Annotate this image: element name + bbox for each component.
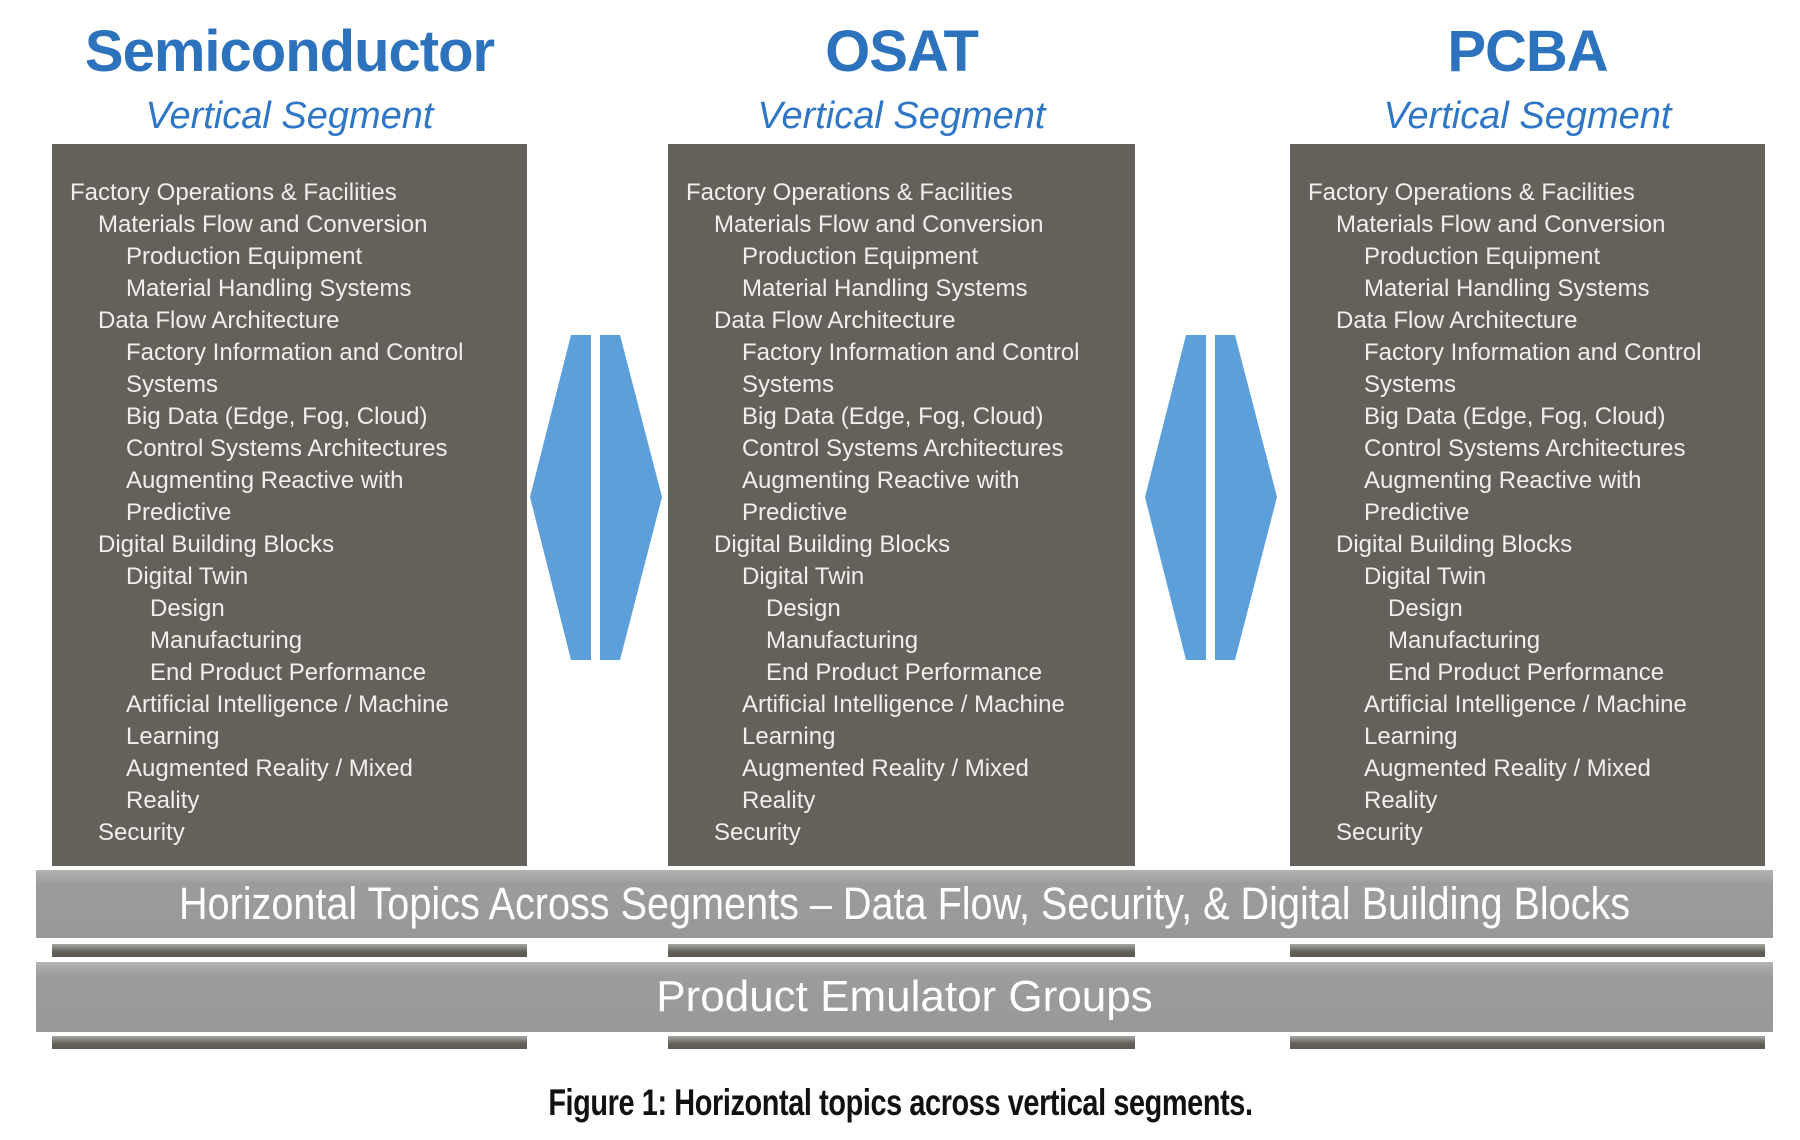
topic-line: Design <box>766 595 841 622</box>
topic-line: Reality <box>742 787 816 814</box>
topic-line: Digital Building Blocks <box>714 531 951 558</box>
topic-line: Security <box>714 819 801 846</box>
topic-line: Big Data (Edge, Fog, Cloud) <box>742 403 1044 430</box>
segment-subtitle-pcba: Vertical Segment <box>1383 95 1672 137</box>
topic-line: Reality <box>1364 787 1438 814</box>
topic-line: Digital Twin <box>126 563 249 590</box>
topic-line: Artificial Intelligence / Machine <box>126 691 449 718</box>
topic-line: End Product Performance <box>1388 659 1665 686</box>
topic-line: End Product Performance <box>150 659 427 686</box>
column-connector-strip <box>668 944 1135 957</box>
topic-line: Factory Operations & Facilities <box>70 179 397 206</box>
topic-line: Control Systems Architectures <box>1364 435 1686 462</box>
bidirectional-arrow-icon <box>530 335 662 660</box>
topic-line: Material Handling Systems <box>1364 275 1650 302</box>
column-connector-strip <box>52 1036 527 1049</box>
topic-line: Design <box>150 595 225 622</box>
topic-line: Reality <box>126 787 200 814</box>
topic-line: Factory Operations & Facilities <box>1308 179 1635 206</box>
topic-line: Predictive <box>742 499 848 526</box>
topic-line: Digital Building Blocks <box>98 531 335 558</box>
topic-line: Security <box>98 819 185 846</box>
segment-title-semiconductor: Semiconductor <box>84 19 495 84</box>
topic-line: Data Flow Architecture <box>714 307 956 334</box>
topic-line: Digital Twin <box>742 563 865 590</box>
topic-line: Predictive <box>126 499 232 526</box>
topic-line: Big Data (Edge, Fog, Cloud) <box>1364 403 1666 430</box>
column-connector-strip <box>668 1036 1135 1049</box>
topic-line: Factory Information and Control <box>126 339 464 366</box>
topic-line: Digital Twin <box>1364 563 1487 590</box>
segment-title-osat: OSAT <box>825 19 979 84</box>
column-connector-strip <box>52 944 527 957</box>
topic-line: Materials Flow and Conversion <box>98 211 428 238</box>
product-emulator-banner-label: Product Emulator Groups <box>656 972 1153 1021</box>
bidirectional-arrow-icon <box>1145 335 1277 660</box>
topic-line: Production Equipment <box>1364 243 1601 270</box>
segment-subtitle-osat: Vertical Segment <box>757 95 1046 137</box>
topic-line: Augmenting Reactive with <box>126 467 404 494</box>
topic-line: End Product Performance <box>766 659 1043 686</box>
topic-line: Augmenting Reactive with <box>1364 467 1642 494</box>
topic-line: Big Data (Edge, Fog, Cloud) <box>126 403 428 430</box>
topic-line: Production Equipment <box>742 243 979 270</box>
topic-line: Factory Information and Control <box>742 339 1080 366</box>
topic-line: Material Handling Systems <box>126 275 412 302</box>
topic-line: Manufacturing <box>766 627 919 654</box>
topic-line: Augmenting Reactive with <box>742 467 1020 494</box>
topic-line: Learning <box>742 723 836 750</box>
topic-line: Materials Flow and Conversion <box>1336 211 1666 238</box>
segment-title-pcba: PCBA <box>1447 19 1608 84</box>
topic-line: Digital Building Blocks <box>1336 531 1573 558</box>
topic-line: Design <box>1388 595 1463 622</box>
topic-line: Systems <box>1364 371 1457 398</box>
topic-line: Systems <box>742 371 835 398</box>
topic-line: Control Systems Architectures <box>742 435 1064 462</box>
topic-line: Control Systems Architectures <box>126 435 448 462</box>
topic-line: Manufacturing <box>150 627 303 654</box>
topic-line: Artificial Intelligence / Machine <box>742 691 1065 718</box>
topic-line: Predictive <box>1364 499 1470 526</box>
topic-line: Security <box>1336 819 1423 846</box>
topic-line: Data Flow Architecture <box>98 307 340 334</box>
topic-line: Factory Operations & Facilities <box>686 179 1013 206</box>
topic-line: Augmented Reality / Mixed <box>742 755 1029 782</box>
topic-line: Systems <box>126 371 219 398</box>
figure-caption: Figure 1: Horizontal topics across verti… <box>0 1082 1800 1124</box>
product-emulator-banner: Product Emulator Groups <box>36 962 1773 1032</box>
figure-caption-text: Figure 1: Horizontal topics across verti… <box>547 1082 1253 1123</box>
topic-line: Data Flow Architecture <box>1336 307 1578 334</box>
horizontal-topics-banner: Horizontal Topics Across Segments – Data… <box>36 870 1773 938</box>
topic-line: Materials Flow and Conversion <box>714 211 1044 238</box>
topic-line: Factory Information and Control <box>1364 339 1702 366</box>
topic-line: Manufacturing <box>1388 627 1541 654</box>
topic-line: Artificial Intelligence / Machine <box>1364 691 1687 718</box>
topic-line: Material Handling Systems <box>742 275 1028 302</box>
topic-line: Augmented Reality / Mixed <box>126 755 413 782</box>
topic-line: Production Equipment <box>126 243 363 270</box>
column-connector-strip <box>1290 944 1765 957</box>
topic-line: Learning <box>126 723 220 750</box>
topic-line: Learning <box>1364 723 1458 750</box>
horizontal-topics-banner-label: Horizontal Topics Across Segments – Data… <box>178 878 1631 929</box>
column-connector-strip <box>1290 1036 1765 1049</box>
segment-subtitle-semiconductor: Vertical Segment <box>145 95 434 137</box>
topic-line: Augmented Reality / Mixed <box>1364 755 1651 782</box>
